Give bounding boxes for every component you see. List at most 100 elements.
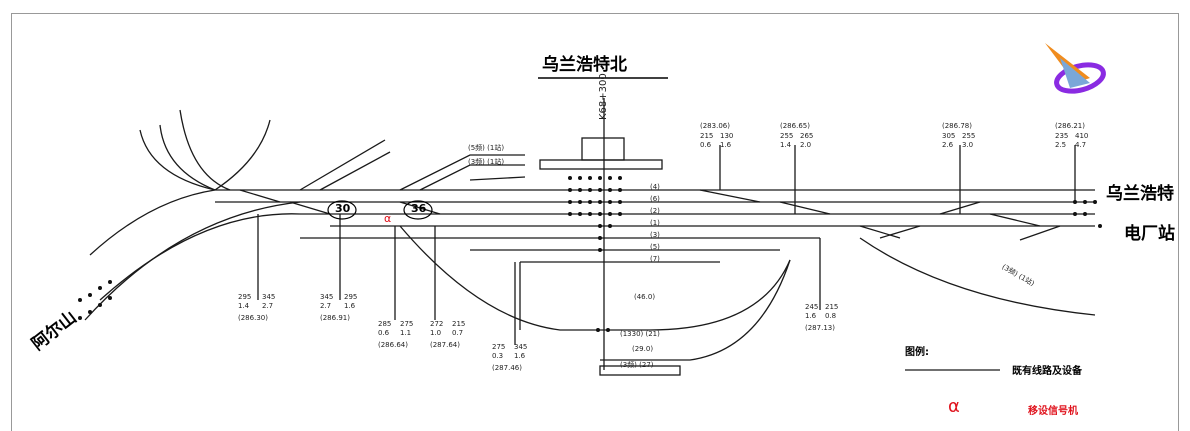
mileage-box-top: (286.65) — [780, 122, 810, 130]
track-number: (2) — [650, 207, 660, 215]
mileage-box-c: 1.0 — [430, 329, 442, 337]
mileage-box-d: 0.7 — [452, 329, 464, 337]
track-line — [159, 124, 216, 191]
mileage-box-bottom: (286.64) — [378, 341, 408, 349]
mileage-box-c: 2.7 — [320, 302, 332, 310]
track-line — [859, 225, 901, 239]
lower-track-label: (3频) (27) — [620, 361, 654, 369]
siding-label: (5频) (1站) — [468, 144, 505, 152]
track-line — [214, 119, 271, 191]
mileage-box-d: 1.6 — [344, 302, 356, 310]
siding-label: (3频) (1站) — [468, 158, 505, 166]
track-number: (4) — [650, 183, 660, 191]
drawing-frame — [11, 13, 1179, 431]
mileage-box-a: 255 — [780, 132, 794, 140]
mileage-box-d: 3.0 — [962, 141, 974, 149]
mileage-box-b: 130 — [720, 132, 734, 140]
legend-existing: 既有线路及设备 — [1012, 366, 1082, 377]
mileage-box-d: 1.1 — [400, 329, 412, 337]
mileage-box-a: 235 — [1055, 132, 1069, 140]
track-line — [699, 189, 761, 203]
track-line — [879, 225, 921, 239]
mileage-box-bottom: (287.46) — [492, 364, 522, 372]
track-line — [89, 189, 216, 256]
mileage-box-top: (286.21) — [1055, 122, 1085, 130]
station-right-upper: 乌兰浩特 — [1106, 184, 1174, 204]
track-number: (3) — [650, 231, 660, 239]
track-line — [399, 154, 525, 191]
track-line — [299, 139, 386, 191]
mileage-box-d: 4.7 — [1075, 141, 1087, 149]
track-number: (6) — [650, 195, 660, 203]
mileage-box-d: 1.6 — [514, 352, 526, 360]
mileage-box-top: (283.06) — [700, 122, 730, 130]
track-line — [859, 237, 1096, 316]
mileage-box-b: 345 — [514, 343, 528, 351]
signal-icon: α — [384, 212, 391, 225]
mileage-box-a: 215 — [700, 132, 714, 140]
track-number: (5) — [650, 243, 660, 251]
mileage-box-d: 2.7 — [262, 302, 274, 310]
mileage-box-bottom: (286.30) — [238, 314, 268, 322]
platform — [599, 365, 681, 376]
track-line — [139, 129, 216, 191]
mileage-box-b: 410 — [1075, 132, 1089, 140]
mileage-box-b: 215 — [825, 303, 839, 311]
switch-circle — [403, 200, 433, 220]
track-line — [179, 109, 231, 191]
mileage-box-a: 275 — [492, 343, 506, 351]
track-line — [989, 213, 1041, 227]
signal-icon: α — [948, 396, 960, 417]
legend-title: 图例: — [905, 347, 929, 358]
track-line — [419, 164, 525, 191]
mileage-box-a: 245 — [805, 303, 819, 311]
track-number: (1) — [650, 219, 660, 227]
track-line — [99, 213, 301, 301]
track-line — [469, 176, 526, 181]
mid-value-label: (46.0) — [634, 293, 656, 301]
track-line — [600, 259, 791, 361]
mileage-box-b: 215 — [452, 320, 466, 328]
mileage-box-c: 2.6 — [942, 141, 954, 149]
mileage-box-b: 275 — [400, 320, 414, 328]
station-building-icon — [581, 137, 625, 161]
station-title: 乌兰浩特北 — [542, 55, 627, 75]
switch-circle — [327, 200, 357, 220]
switch-number: 30 — [335, 202, 351, 215]
mileage-box-d: 2.0 — [800, 141, 812, 149]
mileage-box-b: 265 — [800, 132, 814, 140]
mileage-box-c: 1.4 — [780, 141, 792, 149]
mileage-box-d: 1.6 — [720, 141, 732, 149]
mileage-box-a: 285 — [378, 320, 392, 328]
mileage-box-bottom: (287.64) — [430, 341, 460, 349]
mileage-box-b: 295 — [344, 293, 358, 301]
signal-dots — [78, 176, 1102, 332]
station-right-lower: 电厂站 — [1124, 224, 1175, 244]
mileage-box-a: 272 — [430, 320, 444, 328]
track-line — [319, 151, 391, 191]
mileage-box-c: 1.4 — [238, 302, 250, 310]
track-line — [289, 201, 331, 215]
legend-relocated: 移设信号机 — [1028, 406, 1078, 417]
switch-number: 36 — [411, 202, 427, 215]
mileage-box-c: 1.6 — [805, 312, 817, 320]
mileage-box-b: 255 — [962, 132, 976, 140]
mileage-box-bottom: (286.91) — [320, 314, 350, 322]
mileage-box-b: 345 — [262, 293, 276, 301]
mileage-box-top: (286.78) — [942, 122, 972, 130]
mileage-box-a: 345 — [320, 293, 334, 301]
track-line — [1019, 225, 1061, 241]
track-line — [239, 189, 281, 203]
lower-track-label: (1330) (21) — [620, 330, 660, 338]
logo-icon — [1045, 43, 1106, 94]
track-number: (7) — [650, 255, 660, 263]
mileage-box-c: 0.3 — [492, 352, 504, 360]
mileage-label: K68+300 — [598, 73, 609, 120]
mileage-box-bottom: (287.13) — [805, 324, 835, 332]
mileage-box-a: 295 — [238, 293, 252, 301]
lower-track-label: (29.0) — [632, 345, 654, 353]
mileage-box-a: 305 — [942, 132, 956, 140]
mileage-box-c: 0.6 — [378, 329, 390, 337]
